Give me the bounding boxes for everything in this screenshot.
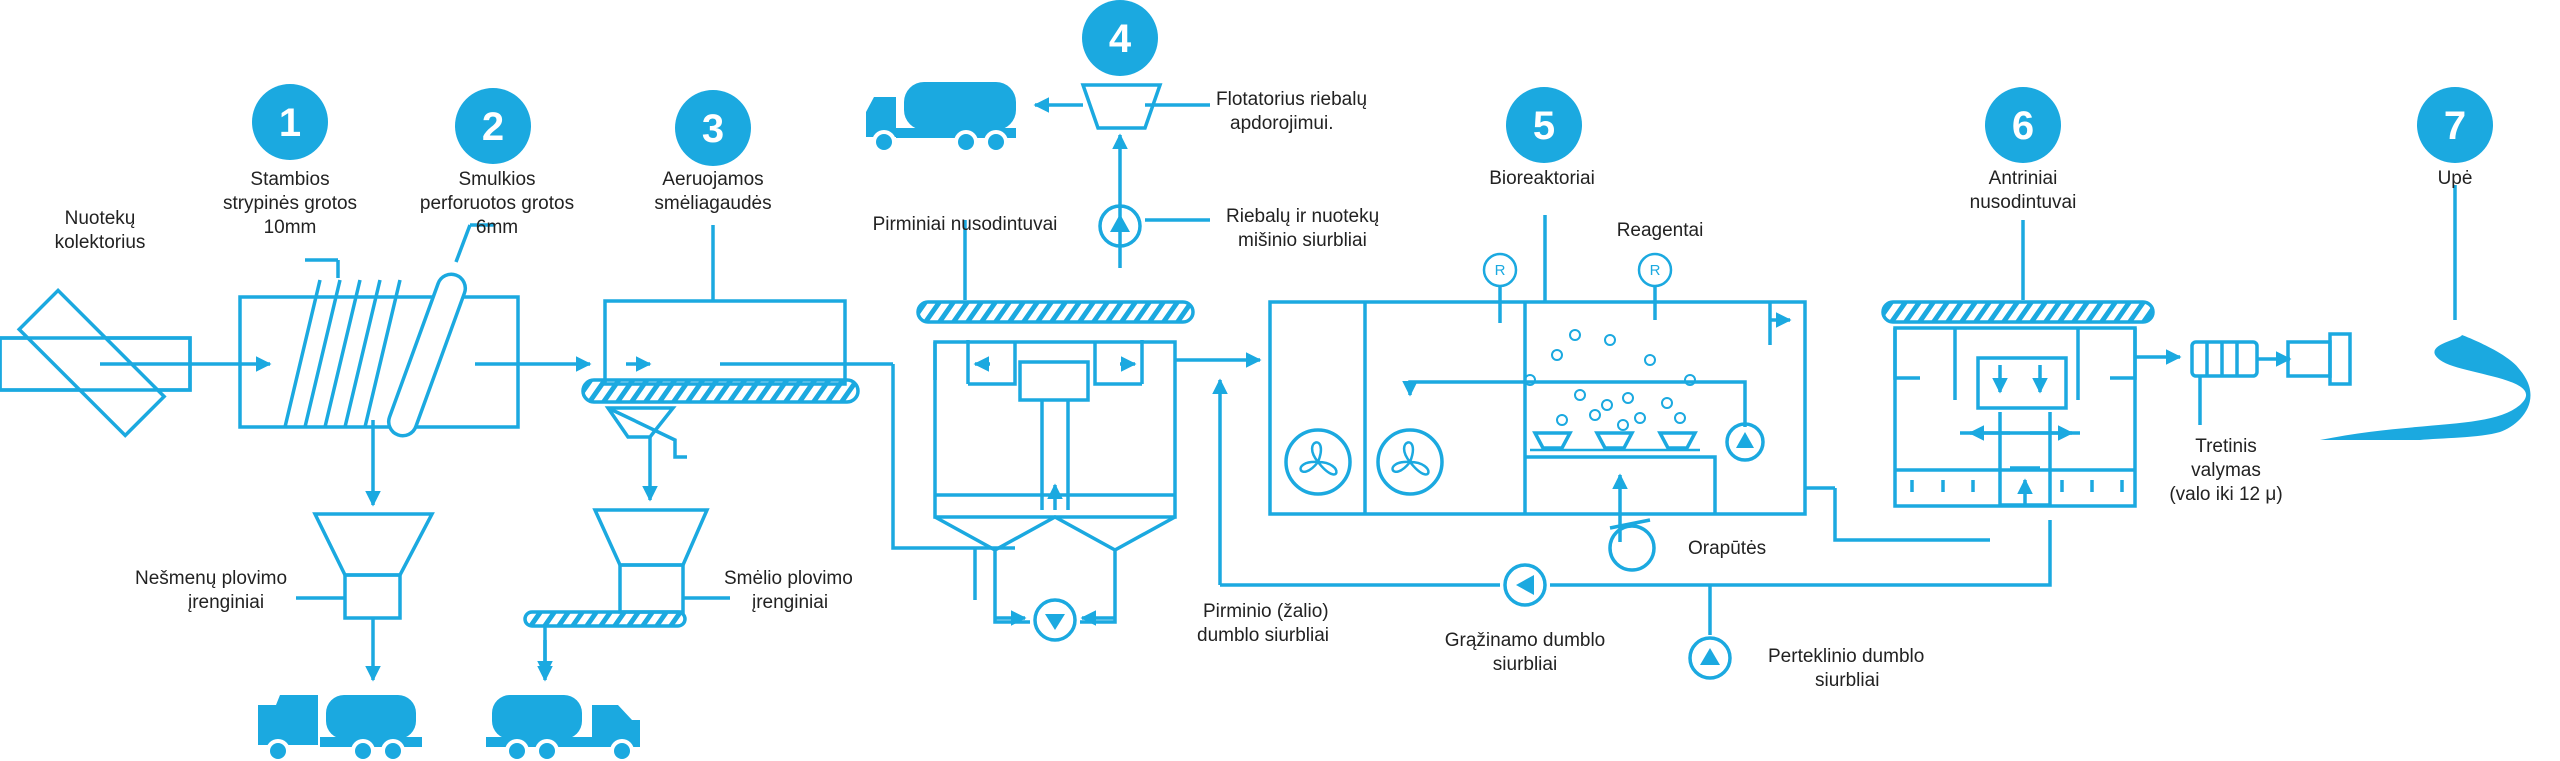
sand-wash-label-1: Smėlio plovimo (724, 568, 853, 589)
sand-wash-label-2: įrenginiai (752, 592, 828, 613)
aerated-grit-label-1: Aeruojamos (662, 169, 763, 190)
blowers-label: Orapūtės (1688, 538, 1766, 559)
step-3-label: 3 (702, 107, 724, 151)
coarse-grates-label-2: strypinės grotos (223, 193, 357, 214)
tanker-truck-icon (258, 695, 422, 761)
fan-icon (1284, 428, 1352, 496)
aerated-grit-chamber (537, 225, 893, 682)
reagents-label: Reagentai (1617, 220, 1704, 241)
tanker-truck-icon (866, 82, 1016, 154)
secondary-settlers (1893, 220, 2182, 508)
flotator (1033, 83, 1210, 222)
sewer-collector (0, 287, 192, 438)
fan-icon (1376, 428, 1444, 496)
labels: Nuotekų kolektorius Stambios strypinės g… (55, 89, 2473, 691)
return-sludge-pumps-label-1: Grąžinamo dumblo (1445, 630, 1606, 651)
fine-grate-drum (386, 223, 495, 438)
step-2-label: 2 (482, 105, 504, 149)
tertiary-label-1: Tretinis (2195, 436, 2257, 457)
fine-grates-label-1: Smulkios (458, 169, 535, 190)
sewer-collector-label-1: Nuotekų (65, 208, 136, 229)
reagent-marker: R (1495, 262, 1506, 279)
step-6-label: 6 (2012, 104, 2034, 148)
tertiary-label-2: valymas (2191, 460, 2261, 481)
step-4-label: 4 (1109, 17, 1132, 61)
tanker-truck-icon (486, 695, 640, 761)
primary-sludge-pumps-label-2: dumblo siurbliai (1197, 625, 1329, 646)
fat-pump-icon (1098, 204, 1142, 248)
secondary-settlers-label-1: Antriniai (1989, 168, 2058, 189)
primary-sludge-pump-icon (1033, 598, 1077, 642)
fat-pumps-label-1: Riebalų ir nuotekų (1226, 206, 1379, 227)
aerated-grit-label-2: smėliagaudės (654, 193, 771, 214)
screenings-wash-label-2: įrenginiai (188, 592, 264, 613)
step-5-label: 5 (1533, 104, 1555, 148)
secondary-settlers-label-2: nusodintuvai (1970, 192, 2077, 213)
tertiary-label-3: (valo iki 12 μ) (2169, 484, 2282, 505)
river-icon (2320, 335, 2531, 440)
river-label: Upė (2438, 168, 2473, 189)
excess-sludge-pumps-label-1: Perteklinio dumblo (1768, 646, 1924, 667)
grates-channel (238, 258, 520, 507)
primary-settlers-label: Pirminiai nusodintuvai (873, 214, 1058, 235)
step-numbers: 1 2 3 4 5 6 7 (279, 17, 2466, 151)
primary-sludge-pumps-label-1: Pirminio (žalio) (1203, 601, 1329, 622)
fine-grates-label-3: 6mm (476, 217, 518, 238)
coarse-grates-label-3: 10mm (264, 217, 317, 238)
bioreactors-label: Bioreaktoriai (1489, 168, 1595, 189)
fine-grates-label-2: perforuotos grotos (420, 193, 574, 214)
excess-sludge-pumps-label-2: siurbliai (1815, 670, 1879, 691)
bioreactor-pump-icon (1725, 422, 1765, 462)
return-sludge-pumps-label-2: siurbliai (1493, 654, 1557, 675)
step-7-label: 7 (2444, 104, 2466, 148)
fat-pumps-label-2: mišinio siurbliai (1238, 230, 1367, 251)
flotator-label-1: Flotatorius riebalų (1216, 89, 1367, 110)
primary-settlers (933, 133, 1262, 626)
tertiary-treatment (2190, 332, 2352, 425)
flotator-label-2: apdorojimui. (1230, 113, 1334, 134)
step-1-label: 1 (279, 101, 301, 145)
screenings-wash-label-1: Nešmenų plovimo (135, 568, 287, 589)
screenings-wash-unit (296, 512, 435, 682)
bioreactor (1268, 215, 1990, 572)
reagent-marker: R (1650, 262, 1661, 279)
coarse-grates-label-1: Stambios (250, 169, 329, 190)
sewer-collector-label-2: kolektorius (55, 232, 146, 253)
return-sludge-pump-icon (1503, 563, 1547, 607)
excess-sludge-pump-icon (1688, 636, 1732, 680)
